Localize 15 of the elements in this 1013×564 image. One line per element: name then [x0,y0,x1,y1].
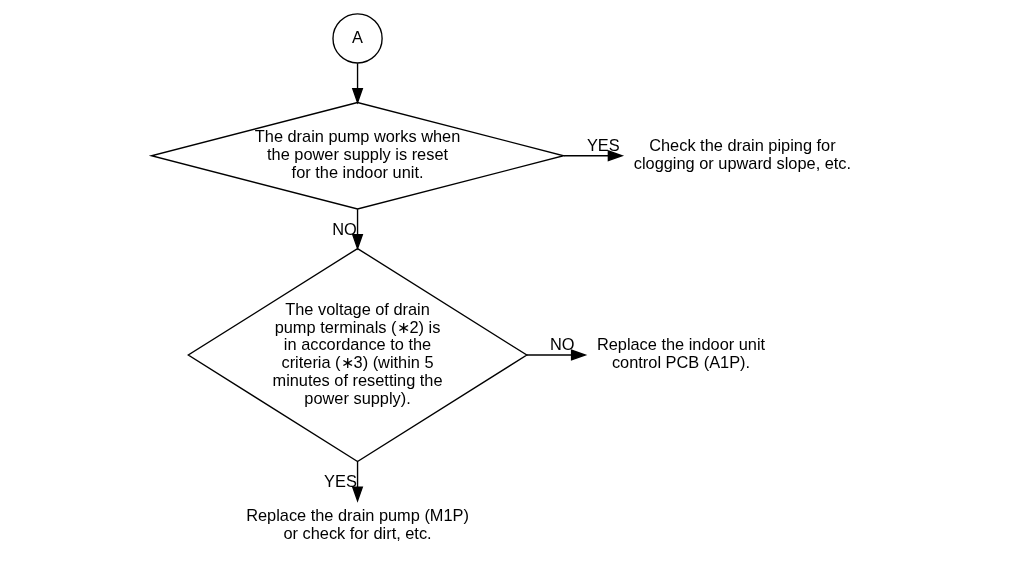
node-diamond: The drain pump works when the power supply is reset for the indoor unit. [148,101,566,210]
node-text: Replace the indoor unit control PCB (A1P). [596,335,765,372]
edge-label: NO [331,220,357,239]
node-diamond: The voltage of drain pump terminals (∗2) is in accordance to the criteria (∗3) (within 5 minutes of resetting the power supply). [186,247,528,463]
arrow [351,208,363,251]
node-text: Check the drain piping for clogging or upward slope, etc. [633,136,851,172]
arrow [351,460,363,503]
arrow [351,62,363,105]
node-circle: A [331,13,383,64]
arrow [562,150,624,162]
arrow [525,349,587,361]
edge-label: YES [323,472,357,491]
edge-label: YES [586,136,620,155]
node-text: Replace the drain pump (M1P) or check for dirt, etc. [245,505,469,542]
edge-label: NO [549,335,574,354]
